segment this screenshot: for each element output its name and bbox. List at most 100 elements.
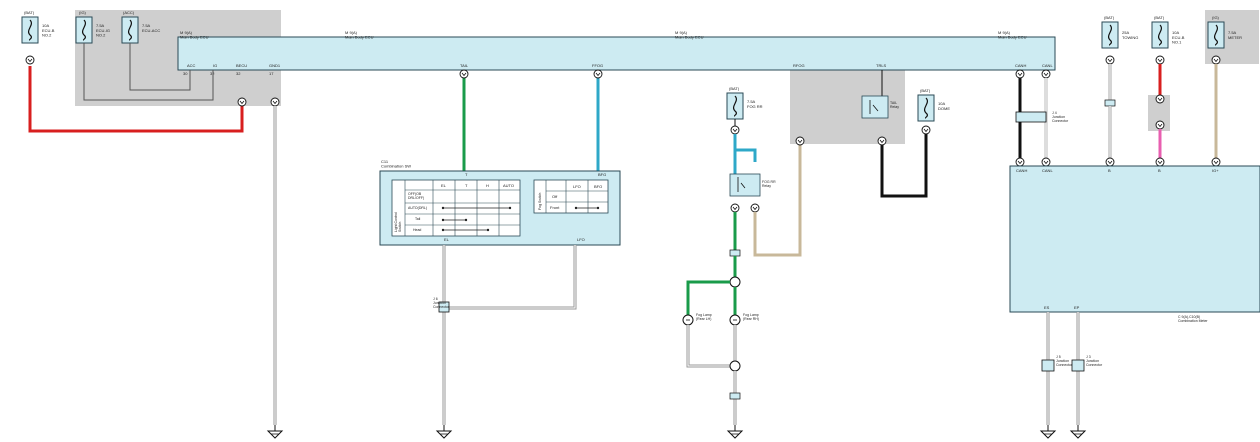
svg-text:DOME: DOME <box>938 106 950 111</box>
svg-text:10A: 10A <box>42 23 49 28</box>
ecu-pin-rfog: RFOG <box>793 63 805 68</box>
svg-text:EL: EL <box>441 183 447 188</box>
svg-text:T: T <box>465 183 468 188</box>
fuse-towing: (BAT) 25A TOWING <box>1101 15 1138 49</box>
svg-text:7.5A: 7.5A <box>747 99 756 104</box>
svg-text:TOWING: TOWING <box>1122 35 1138 40</box>
ecu-pin-num-becu: 32 <box>236 71 241 76</box>
ecu-pin-acc: ACC <box>187 63 196 68</box>
ecu-pin-num-acc: 30 <box>183 71 188 76</box>
svg-text:ES: ES <box>1044 305 1050 310</box>
ffog-wire <box>593 69 603 171</box>
svg-text:10A: 10A <box>1172 30 1179 35</box>
combination-meter: CANH CANL B B IG+ ES EP C 9(A),C10(B)Com… <box>1009 165 1260 323</box>
svg-text:ECU-BNO.1: ECU-BNO.1 <box>1172 35 1185 45</box>
ecu-pin-trls: TRLS <box>876 63 887 68</box>
svg-text:Tail: Tail <box>415 217 420 221</box>
main-body-ecu: M 9(A)Main Body ECU M 9(A)Main Body ECU … <box>177 30 1056 76</box>
svg-text:7.5A: 7.5A <box>96 23 105 28</box>
svg-text:Fog Lamp(Rear LH): Fog Lamp(Rear LH) <box>696 313 712 321</box>
svg-text:BFO: BFO <box>594 184 602 189</box>
svg-text:CANH: CANH <box>1016 168 1027 173</box>
svg-text:CANL: CANL <box>1042 168 1053 173</box>
svg-text:Head: Head <box>413 228 421 232</box>
combo-switch-ground-wires <box>436 245 577 439</box>
fog-switch-label: Fog Switch <box>538 193 542 210</box>
svg-text:EL: EL <box>444 237 450 242</box>
svg-text:LFO: LFO <box>577 237 585 242</box>
svg-text:Off: Off <box>552 194 558 199</box>
svg-text:T: T <box>465 172 468 177</box>
gnd1-wire <box>267 106 283 439</box>
svg-text:(BAT): (BAT) <box>1154 15 1165 20</box>
ecu-pin-canl: CANL <box>1042 63 1053 68</box>
svg-text:LFO: LFO <box>573 184 581 189</box>
svg-text:25A: 25A <box>1122 30 1129 35</box>
svg-text:(BAT): (BAT) <box>1104 15 1115 20</box>
meter-supply-wires <box>1104 55 1221 167</box>
light-control-label: Light ControlSwitch <box>394 212 402 232</box>
fuse-ecu-acc: (ACC) 7.5A ECU-ACC <box>121 10 160 44</box>
svg-text:10A: 10A <box>938 101 945 106</box>
tail-wire <box>459 69 469 171</box>
svg-text:B: B <box>1158 168 1161 173</box>
meter-ground-wires <box>1040 312 1086 439</box>
gray-wires <box>83 43 214 101</box>
svg-text:B: B <box>1108 168 1111 173</box>
ecu-pin-gnd1: GND1 <box>269 63 281 68</box>
svg-text:(BAT): (BAT) <box>24 10 35 15</box>
shaded-areas <box>75 10 1259 144</box>
svg-text:Fog Lamp(Rear RH): Fog Lamp(Rear RH) <box>743 313 759 321</box>
svg-text:(BAT): (BAT) <box>729 86 740 91</box>
fuse-fog-rr: (BAT) 7.5A FOG RR <box>726 86 763 120</box>
svg-text:7.5A: 7.5A <box>1228 30 1237 35</box>
red-wire-ecu-b <box>28 66 244 133</box>
svg-text:METER: METER <box>1228 35 1242 40</box>
svg-text:BFG: BFG <box>598 172 606 177</box>
fuse-meter: (IG) 7.5A METER <box>1207 15 1242 49</box>
svg-text:IG+: IG+ <box>1212 168 1219 173</box>
svg-text:(IG): (IG) <box>1212 15 1220 20</box>
svg-text:AUTO(DRL): AUTO(DRL) <box>408 206 427 210</box>
svg-text:H: H <box>486 183 489 188</box>
svg-text:(BAT): (BAT) <box>920 88 931 93</box>
ecu-label-3: M 9(A)Main Body ECU <box>675 30 704 40</box>
svg-text:AUTO: AUTO <box>503 183 514 188</box>
ecu-pin-ffog: FFOG <box>592 63 603 68</box>
svg-text:7.5A: 7.5A <box>142 23 151 28</box>
svg-text:(ACC): (ACC) <box>123 10 135 15</box>
meter-title: C 9(A),C10(B)Combination Meter <box>1178 315 1208 323</box>
ecu-pin-ig: IG <box>213 63 217 68</box>
svg-text:ECU-ACC: ECU-ACC <box>142 28 160 33</box>
svg-text:FOG RR: FOG RR <box>747 104 763 109</box>
ecu-label-4: M 9(A)Main Body ECU <box>998 30 1027 40</box>
svg-text:ECU-BNO.2: ECU-BNO.2 <box>42 28 55 38</box>
ecu-pin-canh: CANH <box>1015 63 1026 68</box>
svg-text:EP: EP <box>1074 305 1080 310</box>
can-wires <box>1015 69 1051 167</box>
svg-text:Front: Front <box>550 205 560 210</box>
svg-text:(IG): (IG) <box>79 10 87 15</box>
fuse-dome: (BAT) 10A DOME <box>917 88 950 122</box>
ecu-pin-tail: TAIL <box>460 63 469 68</box>
ecu-label-2: M 9(A)Main Body ECU <box>345 30 374 40</box>
ecu-pin-becu: BECU <box>236 63 247 68</box>
ecu-pin-num-gnd1: 17 <box>269 71 274 76</box>
ecu-label-1: M 9(A)Main Body ECU <box>180 30 209 40</box>
